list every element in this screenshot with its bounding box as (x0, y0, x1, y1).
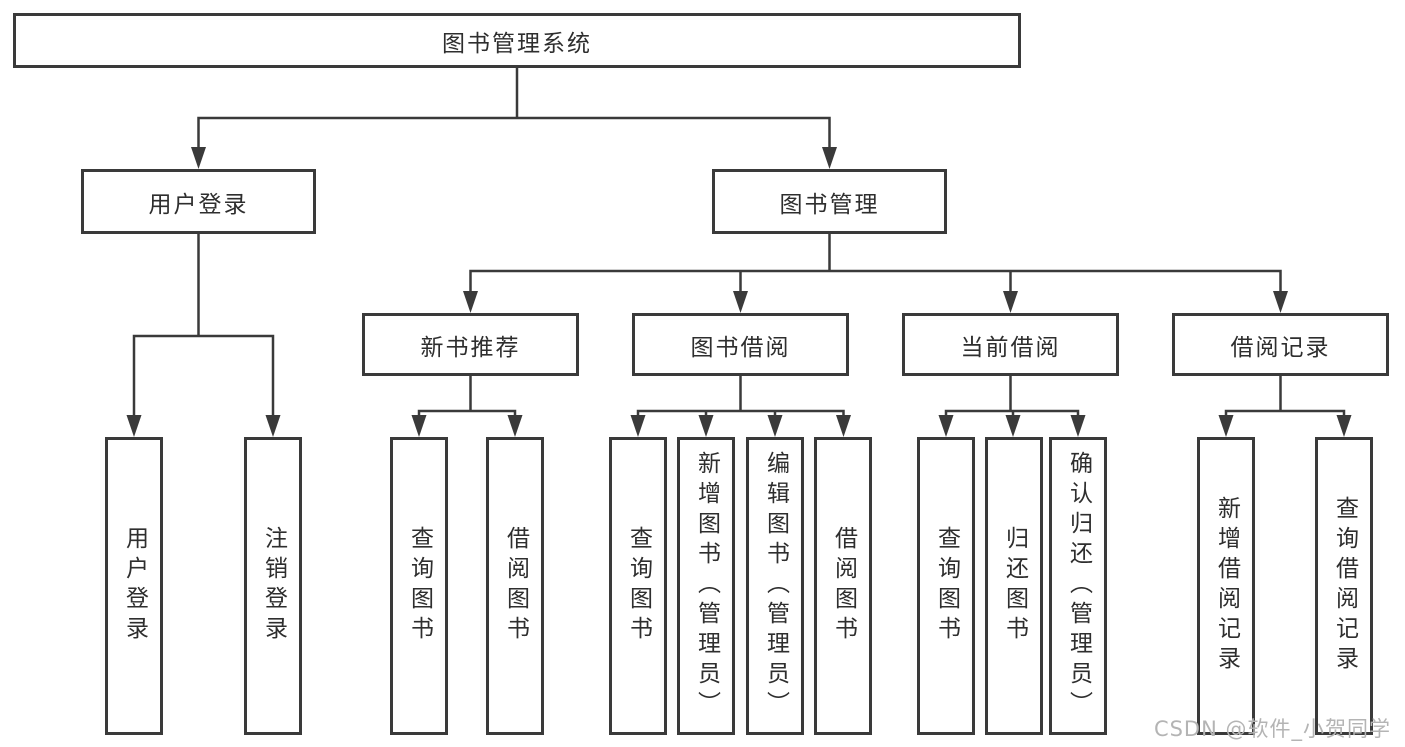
leaf-label: 查询图书 (406, 526, 433, 646)
leaf-user-login: 用户登录 (105, 437, 163, 735)
leaf-label: 用户登录 (121, 526, 148, 646)
leaf-label: 注销登录 (260, 526, 287, 646)
leaf-add-borrow-record: 新增借阅记录 (1197, 437, 1255, 735)
leaf-confirm-return-admin: 确认归还（管理员） (1049, 437, 1107, 735)
leaf-label: 查询图书 (933, 526, 960, 646)
leaf-label: 借阅图书 (502, 526, 529, 646)
leaf-query-books-recommend: 查询图书 (390, 437, 448, 735)
leaf-add-book-admin: 新增图书（管理员） (677, 437, 735, 735)
csdn-watermark: CSDN @软件_小贺同学 (1153, 717, 1391, 741)
node-new-book-recommendation: 新书推荐 (362, 313, 579, 376)
node-borrowing-records: 借阅记录 (1172, 313, 1389, 376)
leaf-query-borrow-record: 查询借阅记录 (1315, 437, 1373, 735)
leaf-label: 归还图书 (1001, 526, 1028, 646)
node-current-borrowing: 当前借阅 (902, 313, 1119, 376)
leaf-borrow-books-borrowing: 借阅图书 (814, 437, 872, 735)
leaf-label: 新增图书（管理员） (693, 451, 720, 721)
leaf-label: 新增借阅记录 (1213, 496, 1240, 676)
leaf-label: 借阅图书 (830, 526, 857, 646)
node-library-management-system: 图书管理系统 (13, 13, 1021, 68)
leaf-label: 查询借阅记录 (1331, 496, 1358, 676)
leaf-label: 编辑图书（管理员） (762, 451, 789, 721)
leaf-query-books-current: 查询图书 (917, 437, 975, 735)
node-book-borrowing: 图书借阅 (632, 313, 849, 376)
arrowheads (126, 147, 1352, 437)
leaf-edit-book-admin: 编辑图书（管理员） (746, 437, 804, 735)
node-book-management: 图书管理 (712, 169, 947, 234)
leaf-label: 确认归还（管理员） (1065, 451, 1092, 721)
leaf-logout: 注销登录 (244, 437, 302, 735)
leaf-query-books-borrowing: 查询图书 (609, 437, 667, 735)
leaf-label: 查询图书 (625, 526, 652, 646)
leaf-borrow-books-recommend: 借阅图书 (486, 437, 544, 735)
node-user-login: 用户登录 (81, 169, 316, 234)
leaf-return-book: 归还图书 (985, 437, 1043, 735)
